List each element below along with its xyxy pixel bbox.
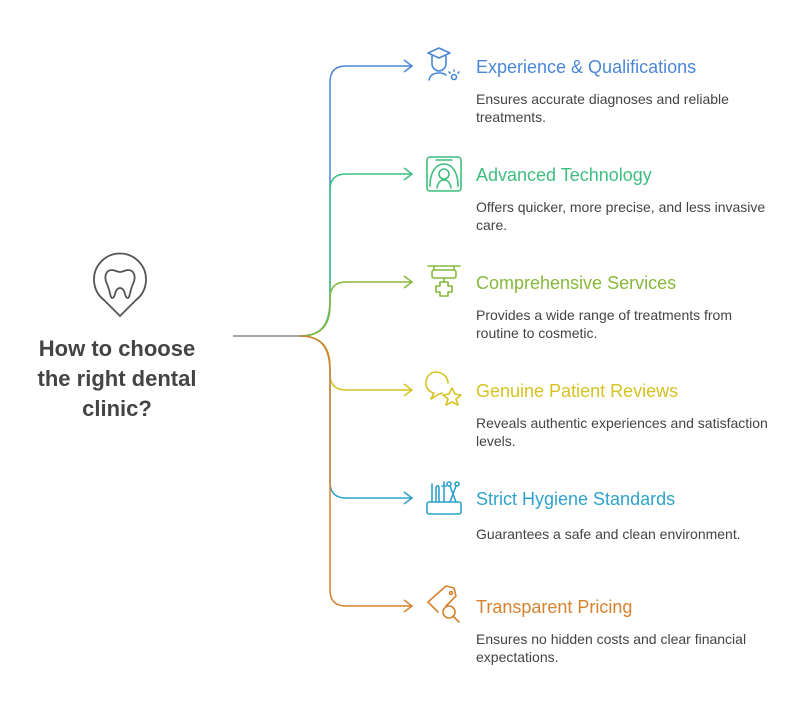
item-title-experience: Experience & Qualifications <box>476 57 697 77</box>
dental-scanner-icon <box>426 156 462 192</box>
arrow-head-5 <box>403 491 414 505</box>
item-title-hygiene: Strict Hygiene Standards <box>476 489 676 509</box>
item-title-reviews: Genuine Patient Reviews <box>476 381 679 401</box>
branch-connector-2 <box>299 173 412 337</box>
review-star-icon <box>425 371 462 406</box>
arrow-head-4 <box>403 383 414 397</box>
tooth-pin-icon <box>93 252 147 317</box>
arrow-head-6 <box>403 599 414 613</box>
branch-connector-3 <box>299 281 412 337</box>
item-desc-pricing: Ensures no hidden costs and clear financ… <box>476 631 747 665</box>
branch-connector-6 <box>299 335 412 607</box>
arrow-head-3 <box>403 275 414 289</box>
item-title-pricing: Transparent Pricing <box>476 597 633 617</box>
graduate-icon <box>427 47 460 81</box>
branch-connector-4 <box>299 335 412 391</box>
item-desc-reviews: Reveals authentic experiences and satisf… <box>476 415 768 449</box>
item-desc-hygiene: Guarantees a safe and clean environment. <box>476 526 741 542</box>
item-desc-technology: Offers quicker, more precise, and less i… <box>476 199 766 233</box>
price-tag-search-icon <box>427 585 460 623</box>
branch-connector-1 <box>299 65 412 337</box>
branch-connector-5 <box>299 335 412 499</box>
item-title-services: Comprehensive Services <box>476 273 677 293</box>
arrow-head-2 <box>403 167 414 181</box>
diagram-title: How to choose the right dental clinic? <box>37 336 197 421</box>
item-desc-services: Provides a wide range of treatments from… <box>476 307 733 341</box>
dental-lamp-icon <box>427 265 461 297</box>
dental-tools-icon <box>426 481 462 515</box>
item-desc-experience: Ensures accurate diagnoses and reliable … <box>476 91 729 125</box>
arrow-head-1 <box>403 59 414 73</box>
item-title-technology: Advanced Technology <box>476 165 652 185</box>
